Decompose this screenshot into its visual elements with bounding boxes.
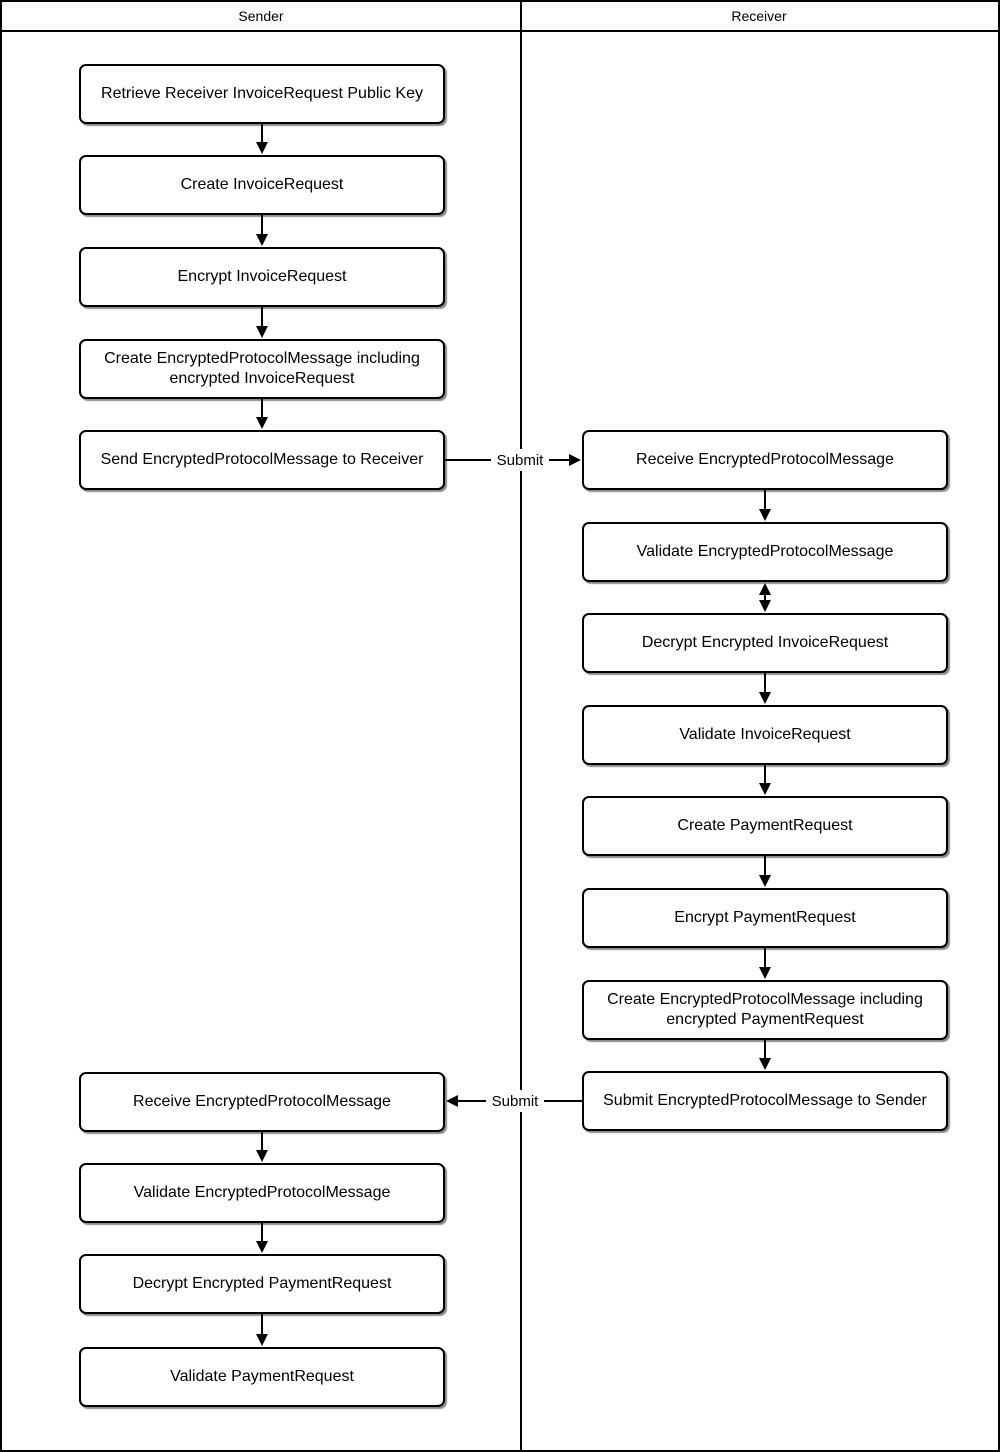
node-send-encryptedprotocolmessage-to-receiver: Send EncryptedProtocolMessage to Receive…	[79, 430, 445, 490]
node-retrieve-receiver-invoicerequest-public-key: Retrieve Receiver InvoiceRequest Public …	[79, 64, 445, 124]
node-create-encryptedprotocolmessage-paymentrequest: Create EncryptedProtocolMessage includin…	[582, 980, 948, 1040]
node-receiver-receive-encryptedprotocolmessage: Receive EncryptedProtocolMessage	[582, 430, 948, 490]
node-sender-receive-encryptedprotocolmessage: Receive EncryptedProtocolMessage	[79, 1072, 445, 1132]
submit-arrow-to-sender: Submit	[446, 1090, 582, 1112]
node-receiver-validate-encryptedprotocolmessage: Validate EncryptedProtocolMessage	[582, 522, 948, 582]
lane-header-row: Sender Receiver	[2, 2, 998, 32]
node-encrypt-invoicerequest: Encrypt InvoiceRequest	[79, 247, 445, 307]
node-submit-encryptedprotocolmessage-to-sender: Submit EncryptedProtocolMessage to Sende…	[582, 1071, 948, 1131]
lane-divider	[520, 2, 522, 1450]
submit-arrow-to-receiver: Submit	[445, 449, 581, 471]
node-create-encryptedprotocolmessage-invoicerequest: Create EncryptedProtocolMessage includin…	[79, 339, 445, 399]
node-validate-invoicerequest: Validate InvoiceRequest	[582, 705, 948, 765]
node-sender-validate-encryptedprotocolmessage: Validate EncryptedProtocolMessage	[79, 1163, 445, 1223]
submit-label: Submit	[492, 1093, 540, 1110]
node-validate-paymentrequest: Validate PaymentRequest	[79, 1347, 445, 1407]
submit-label-background	[486, 1090, 544, 1112]
submit-label-background	[491, 449, 549, 471]
submit-label: Submit	[497, 452, 545, 469]
node-create-paymentrequest: Create PaymentRequest	[582, 796, 948, 856]
node-create-invoicerequest: Create InvoiceRequest	[79, 155, 445, 215]
node-decrypt-encrypted-invoicerequest: Decrypt Encrypted InvoiceRequest	[582, 613, 948, 673]
node-encrypt-paymentrequest: Encrypt PaymentRequest	[582, 888, 948, 948]
lane-header-receiver: Receiver	[731, 8, 787, 24]
node-decrypt-encrypted-paymentrequest: Decrypt Encrypted PaymentRequest	[79, 1254, 445, 1314]
lane-header-sender: Sender	[238, 8, 284, 24]
